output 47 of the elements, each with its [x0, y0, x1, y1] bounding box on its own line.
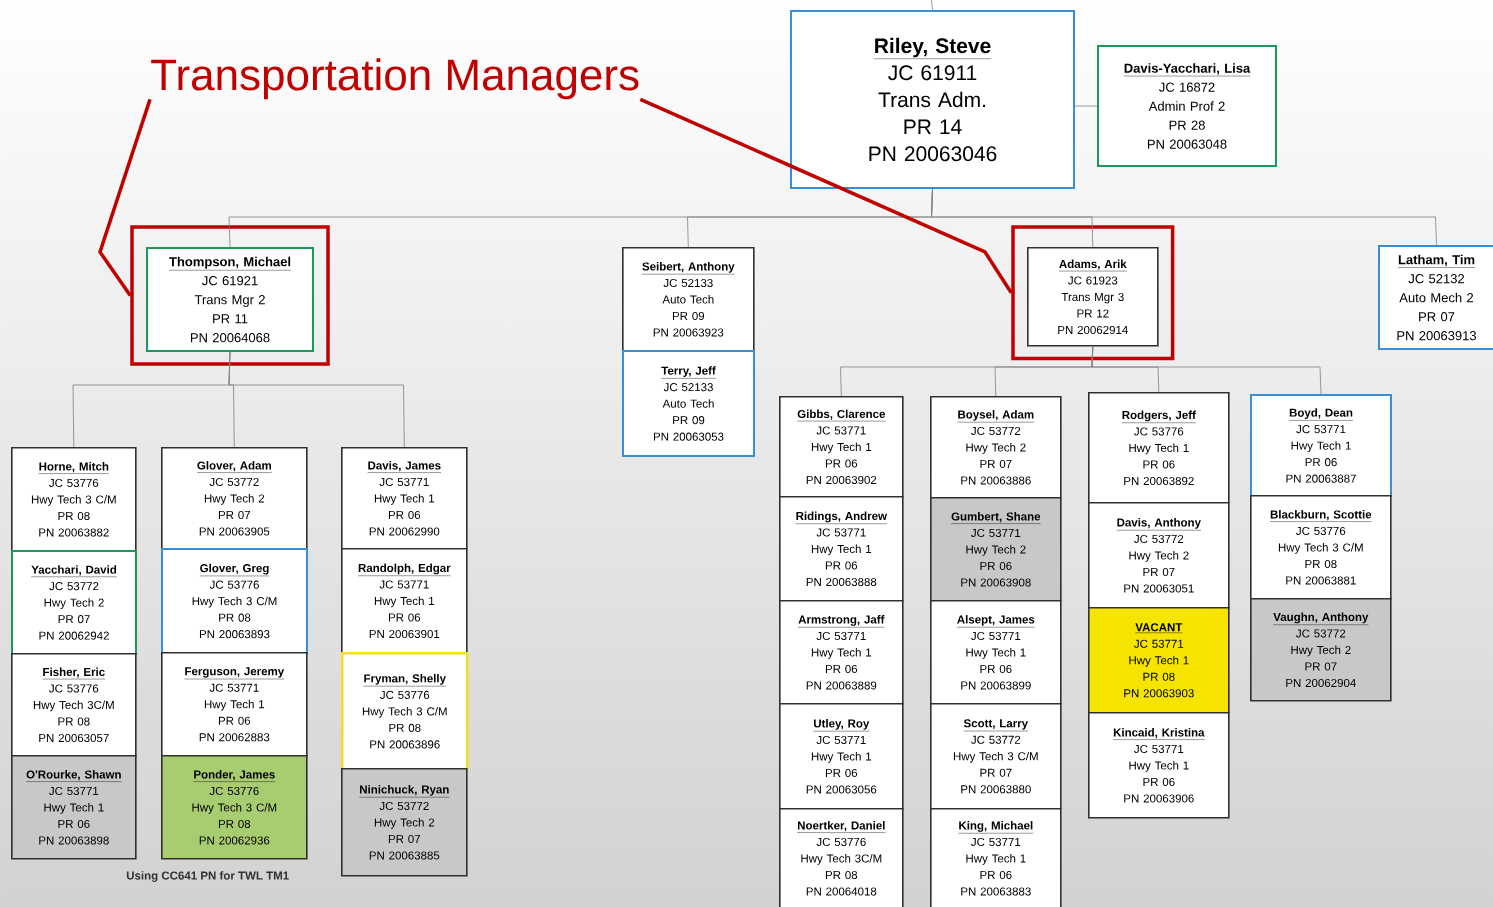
position-box: Vaughn, Anthony JC 53772 Hwy Tech 2 PR 07 PN 20062904	[1250, 598, 1392, 702]
position-box: Gumbert, Shane JC 53771 Hwy Tech 2 PR 06 PN 20063908	[930, 497, 1062, 602]
position-box: Glover, Greg JC 53776 Hwy Tech 3 C/M PR 08 PN 20063893	[161, 548, 308, 654]
connector-line	[1091, 346, 1322, 395]
position-box: Horne, Mitch JC 53776 Hwy Tech 3 C/M PR 08 PN 20063882	[11, 447, 137, 552]
position-box: Fryman, Shelly JC 53776 Hwy Tech 3 C/M PR 08 PN 20063896	[341, 652, 469, 771]
position-box: Adams, Arik JC 61923 Trans Mgr 3 PR 12 PN 20062914	[1027, 247, 1159, 347]
position-box: Terry, Jeff JC 52133 Auto Tech PR 09 PN 20063053	[622, 350, 755, 457]
position-box: Gibbs, Clarence JC 53771 Hwy Tech 1 PR 06 PN 20063902	[779, 396, 904, 498]
position-box: Utley, Roy JC 53771 Hwy Tech 1 PR 06 PN 20063056	[779, 703, 904, 810]
position-box: King, Michael JC 53771 Hwy Tech 1 PR 06 PN 20063883	[930, 808, 1062, 907]
position-box: Boysel, Adam JC 53772 Hwy Tech 2 PR 07 PN 20063886	[930, 396, 1062, 499]
position-box: Blackburn, Scottie JC 53776 Hwy Tech 3 C/M PR 08 PN 20063881	[1250, 495, 1392, 600]
position-box: Latham, Tim JC 52132 Auto Mech 2 PR 07 PN 20063913	[1378, 245, 1493, 350]
position-box: Yacchari, David JC 53772 Hwy Tech 2 PR 07 PN 20062942	[11, 550, 137, 655]
position-box: Glover, Adam JC 53772 Hwy Tech 2 PR 07 PN 20063905	[161, 447, 308, 550]
note-text: Using CC641 PN for TWL TM1	[126, 871, 289, 882]
connector-line	[1074, 105, 1098, 107]
leader-line	[98, 98, 152, 297]
position-box: Noertker, Daniel JC 53776 Hwy Tech 3C/M PR 08 PN 20064018	[779, 808, 904, 907]
highlight-frame	[130, 225, 330, 366]
position-box: Scott, Larry JC 53772 Hwy Tech 3 C/M PR 07 PN 20063880	[930, 703, 1062, 810]
position-box: Kincaid, Kristina JC 53771 Hwy Tech 1 PR 06 PN 20063906	[1088, 712, 1230, 819]
position-box: Ponder, James JC 53776 Hwy Tech 3 C/M PR 08 PN 20062936	[161, 755, 308, 860]
connector-line	[931, 188, 1437, 246]
position-box: Davis-Yacchari, Lisa JC 16872 Admin Prof 2 PR 28 PN 20063048	[1097, 45, 1277, 167]
position-box: Alsept, James JC 53771 Hwy Tech 1 PR 06 PN 20063899	[930, 600, 1062, 705]
position-box: Boyd, Dean JC 53771 Hwy Tech 1 PR 06 PN 20063887	[1250, 394, 1392, 497]
callout-text: Transportation Managers	[151, 58, 639, 100]
position-box: Armstrong, Jaff JC 53771 Hwy Tech 1 PR 06 PN 20063889	[779, 600, 904, 705]
position-box: Riley, Steve JC 61911 Trans Adm. PR 14 PN 20063046	[790, 10, 1075, 189]
position-box: Thompson, Michael JC 61921 Trans Mgr 2 PR 11 PN 20064068	[146, 247, 314, 352]
leader-line	[639, 97, 1013, 294]
position-box: O'Rourke, Shawn JC 53771 Hwy Tech 1 PR 06 PN 20063898	[11, 755, 137, 860]
position-box: Fisher, Eric JC 53776 Hwy Tech 3C/M PR 08 PN 20063057	[11, 653, 137, 757]
position-box: Davis, Anthony JC 53772 Hwy Tech 2 PR 07 PN 20063051	[1088, 502, 1230, 609]
position-box: Rodgers, Jeff JC 53776 Hwy Tech 1 PR 06 PN 20063892	[1088, 392, 1230, 504]
connector-line	[228, 351, 405, 448]
position-box: Ninichuck, Ryan JC 53772 Hwy Tech 2 PR 07 PN 20063885	[341, 768, 468, 877]
highlight-frame	[1011, 225, 1175, 361]
position-box: VACANT JC 53771 Hwy Tech 1 PR 08 PN 20063903	[1088, 607, 1230, 714]
position-box: Seibert, Anthony JC 52133 Auto Tech PR 09 PN 20063923	[622, 247, 755, 352]
position-box: Randolph, Edgar JC 53771 Hwy Tech 1 PR 06 PN 20063901	[341, 548, 468, 654]
connector-line	[931, 0, 933, 11]
position-box: Ferguson, Jeremy JC 53771 Hwy Tech 1 PR 06 PN 20062883	[161, 652, 308, 757]
position-box: Ridings, Andrew JC 53771 Hwy Tech 1 PR 06 PN 20063888	[779, 496, 904, 602]
position-box: Davis, James JC 53771 Hwy Tech 1 PR 06 PN 20062990	[341, 447, 468, 550]
